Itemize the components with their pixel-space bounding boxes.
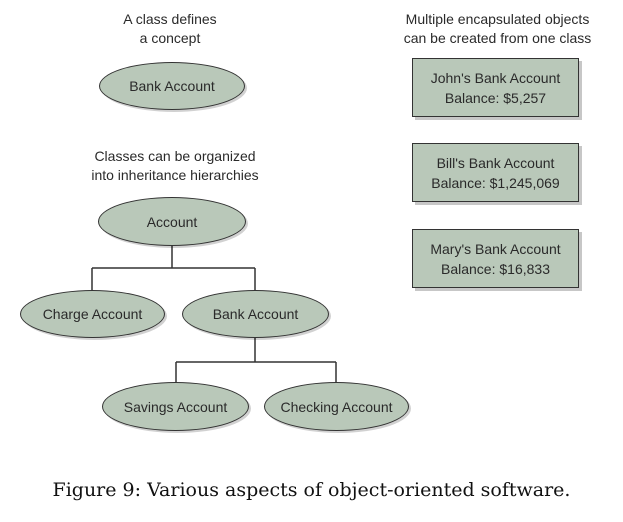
object-name: Bill's Bank Account [436,154,555,171]
note-line: Multiple encapsulated objects [405,11,590,27]
class-account: Account [98,197,246,246]
figure-caption: Figure 9: Various aspects of object-orie… [52,479,571,501]
class-bank-account-standalone: Bank Account [99,62,245,110]
object-johns-bank-account: John's Bank Account Balance: $5,257 [412,58,579,117]
class-savings-account: Savings Account [102,382,249,431]
note-line: can be created from one class [403,30,592,46]
note-multiple-objects: Multiple encapsulated objects can be cre… [385,10,610,48]
class-checking-account: Checking Account [264,382,409,431]
note-line: A class defines [123,11,217,27]
object-name: John's Bank Account [430,69,561,86]
object-marys-bank-account: Mary's Bank Account Balance: $16,833 [412,229,579,288]
object-bills-bank-account: Bill's Bank Account Balance: $1,245,069 [412,143,579,202]
class-charge-account: Charge Account [20,290,165,338]
note-line: a concept [139,30,201,46]
note-class-defines: A class defines a concept [95,10,245,48]
object-balance: Balance: $5,257 [444,89,547,106]
class-bank-account: Bank Account [182,290,329,338]
note-hierarchies: Classes can be organized into inheritanc… [70,147,280,185]
note-line: into inheritance hierarchies [91,167,259,183]
object-name: Mary's Bank Account [430,240,561,257]
object-balance: Balance: $1,245,069 [431,174,560,191]
object-balance: Balance: $16,833 [441,260,550,277]
note-line: Classes can be organized [94,148,256,164]
